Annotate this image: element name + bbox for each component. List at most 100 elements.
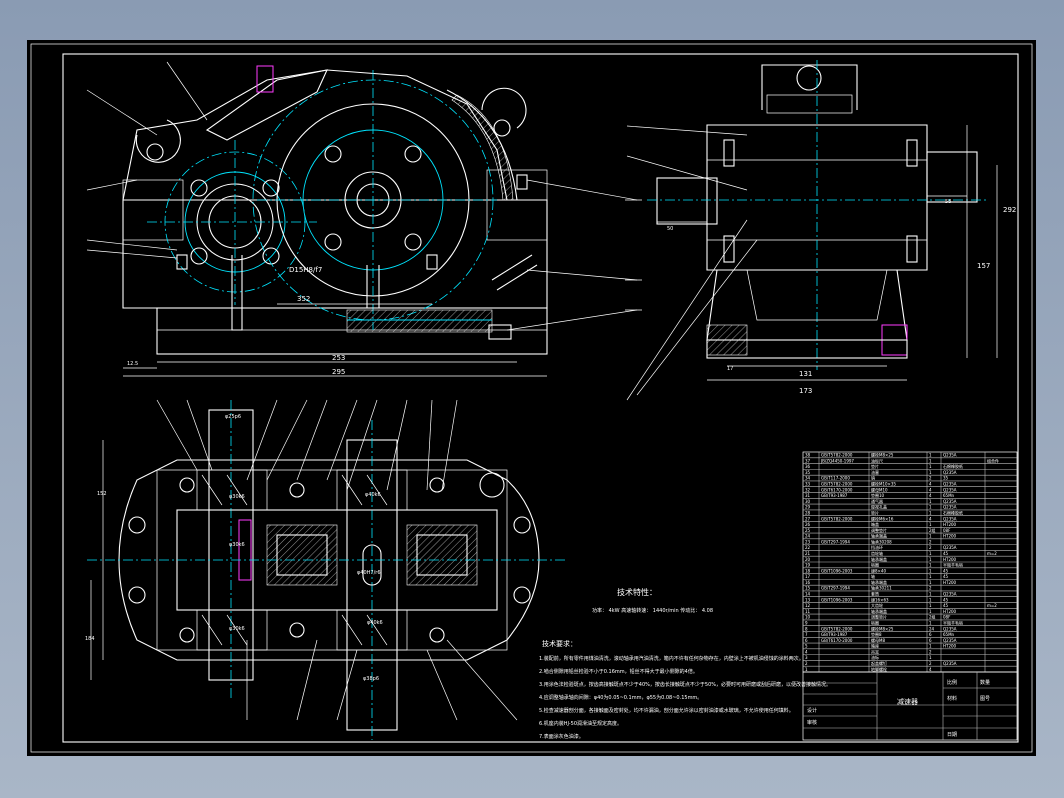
bom-cell: 33: [805, 482, 811, 487]
bom-cell: 通气器: [871, 498, 883, 504]
bom-cell: 24: [805, 534, 811, 539]
bom-cell: 窥视孔盖: [871, 504, 887, 510]
side-dim-h2: 157: [977, 262, 990, 270]
bom-cell: 4: [929, 493, 932, 498]
bom-cell: 1: [929, 574, 932, 579]
bom-cell: 轴承30211: [871, 585, 892, 591]
bom-cell: 地脚螺栓: [871, 666, 887, 672]
drawing-canvas[interactable]: 352 253 295 12.5 D15H8/f7: [27, 40, 1036, 756]
bom-cell: GB/T93-1987: [821, 493, 848, 498]
bom-cell: 15: [805, 586, 811, 591]
bom-cell: 螺栓M6×16: [871, 515, 894, 521]
bom-cell: 8: [805, 626, 808, 631]
requirement-line: 4.应调整轴承轴向间隙：φ40为0.05~0.1mm，φ55为0.08~0.15…: [539, 694, 702, 701]
bom-cell: GB/T1096-2003: [821, 597, 853, 602]
bom-cell: GB/T5782-2000: [821, 626, 853, 631]
top-dim-6: φ38p6: [363, 676, 379, 682]
bom-cell: 22: [805, 545, 811, 550]
bom-cell: 45: [943, 551, 949, 556]
bom-cell: 轴承端盖: [871, 556, 887, 562]
bom-cell: 45: [943, 568, 949, 573]
bom-cell: 1: [929, 534, 932, 539]
bom-cell: Q235A: [943, 638, 957, 643]
title-cell-6: 审核: [807, 719, 817, 726]
bom-cell: Q235A: [943, 453, 957, 458]
bom-cell: 25: [805, 528, 811, 533]
top-dim-3: φ30k6: [229, 626, 245, 632]
title-block-title: 减速器: [897, 697, 918, 706]
bom-cell: 6: [929, 638, 932, 643]
bom-cell: 螺栓M8×25: [871, 625, 894, 631]
bom-cell: 垫圈8: [871, 631, 882, 637]
title-block: [802, 671, 1018, 741]
bom-cell: HT200: [943, 522, 957, 527]
bom-cell: 1: [929, 592, 932, 597]
bom-cell: 38: [805, 453, 811, 458]
req-heading: 技术要求：: [542, 639, 577, 648]
side-dim-w2: 131: [799, 370, 812, 378]
bom-cell: Q235A: [943, 487, 957, 492]
requirement-line: 5.检查减速器剖分面，各接触面及密封处，均不许漏油，剖分面允许涂以密封油漆或水玻…: [539, 707, 794, 714]
bom-cell: 组合件: [987, 457, 999, 463]
bom-cell: 1: [929, 505, 932, 510]
bom-cell: 14: [805, 592, 811, 597]
top-dim-2: φ30k6: [229, 494, 245, 500]
bom-cell: Q235A: [943, 626, 957, 631]
bom-cell: HT200: [943, 557, 957, 562]
bom-cell: 2: [929, 476, 932, 481]
bom-cell: 1: [929, 655, 932, 660]
bom-cell: HT200: [943, 644, 957, 649]
bom-cell: 石棉橡胶纸: [943, 463, 963, 469]
top-dim-4: φ40k6: [365, 492, 381, 498]
bom-cell: 2: [805, 661, 808, 666]
bom-cell: 油标: [871, 654, 879, 660]
bom-cell: 65Mn: [943, 632, 955, 637]
requirement-line: 7.表面涂灰色油漆。: [539, 733, 584, 740]
bom-cell: JB/ZQ4450-1997: [820, 458, 854, 463]
bom-cell: 4: [929, 482, 932, 487]
bom-cell: 5: [805, 644, 808, 649]
requirement-line: 6.机座内装HJ-50润滑油至规定高度。: [539, 720, 622, 727]
bom-cell: 18: [805, 568, 811, 573]
bom-cell: 箱盖: [871, 521, 879, 527]
bom-cell: 套筒: [871, 591, 879, 597]
bom-cell: GB/T6170-2000: [821, 638, 853, 643]
tech-heading: 技术特性：: [617, 587, 657, 597]
side-dim-d3: 17: [727, 366, 733, 372]
bom-cell: 半粗羊毛毡: [943, 562, 963, 568]
bom-cell: 45: [943, 597, 949, 602]
bom-cell: 1: [929, 510, 932, 515]
bom-cell: 6: [805, 638, 808, 643]
bom-cell: GB/T93-1987: [821, 632, 848, 637]
bom-cell: 35: [805, 470, 811, 475]
title-cell-4: 图号: [980, 696, 990, 702]
bom-cell: 9: [805, 620, 808, 625]
bom-cell: GB/T5782-2000: [821, 453, 853, 458]
bom-cell: 垫圈10: [871, 492, 885, 498]
bom-cell: HT200: [943, 534, 957, 539]
bom-cell: GB/T5782-2000: [821, 482, 853, 487]
bom-cell: 大齿轮: [871, 602, 883, 608]
bom-cell: 调整垫片: [871, 527, 887, 533]
bom-cell: 37: [805, 458, 811, 463]
bom-cell: 螺母M8: [871, 637, 885, 643]
bom-cell: 1: [929, 563, 932, 568]
bom-cell: 1: [929, 464, 932, 469]
requirement-line: 2.啮合侧隙用铅丝检验不小于0.16mm，铅丝不得大于最小侧隙的4倍。: [539, 668, 698, 675]
title-cell-7: 日期: [947, 732, 957, 738]
front-fit: D15H8/f7: [289, 266, 322, 274]
bom-cell: 调整垫片: [871, 614, 887, 620]
side-dim-d2: 58: [945, 199, 951, 205]
title-cell-5: 设计: [807, 707, 817, 714]
bom-cell: 34: [805, 476, 811, 481]
bom-cell: 1: [929, 522, 932, 527]
bom-cell: 11: [805, 609, 811, 614]
outer-frame: [30, 43, 1033, 753]
bom-cell: 1: [929, 551, 932, 556]
bom-cell: 轴承端盖: [871, 533, 887, 539]
inner-frame: [62, 53, 1019, 743]
bom-cell: 27: [805, 516, 811, 521]
bom-cell: 1: [929, 453, 932, 458]
top-view: [87, 399, 567, 740]
